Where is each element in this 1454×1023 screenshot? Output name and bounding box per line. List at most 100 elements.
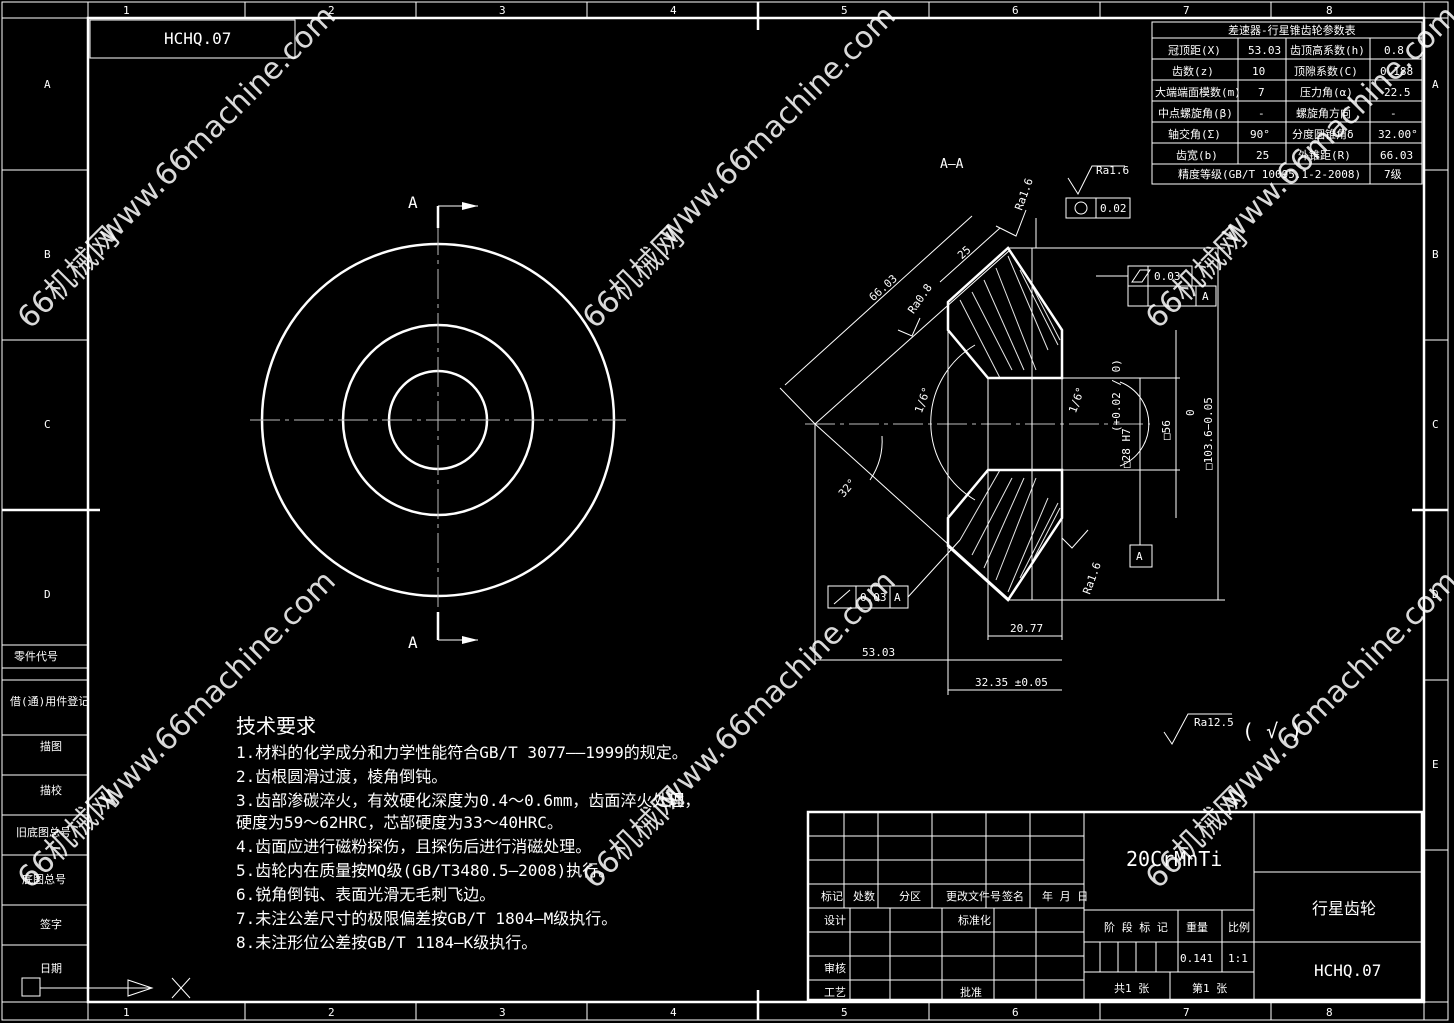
param-cell: 32.00° <box>1378 128 1418 141</box>
col-label-b2: 2 <box>328 1006 335 1019</box>
gdt-perp-ref: A <box>1202 290 1209 303</box>
col-label-7: 7 <box>1183 4 1190 17</box>
param-table: 差速器-行星锥齿轮参数表 冠顶距(X) 53.03 齿顶高系数(h) 0.8 齿… <box>1151 21 1423 185</box>
watermark-site: www.66machine.com <box>1213 564 1454 816</box>
col-label-b7: 7 <box>1183 1006 1190 1019</box>
weight-value: 0.141 <box>1180 952 1213 965</box>
watermark-site: www.66machine.com <box>651 0 903 251</box>
param-cell: 螺旋角方向 <box>1296 106 1351 120</box>
front-view: A A <box>250 193 626 652</box>
param-cell: 中点螺旋角(β) <box>1158 106 1233 120</box>
col-label-5: 5 <box>841 4 848 17</box>
param-cell: 轴交角(Σ) <box>1168 127 1221 141</box>
row-label-re: E <box>1432 758 1439 771</box>
param-cell: 齿宽(b) <box>1176 148 1218 162</box>
gdt-runout-ref: A <box>894 591 901 604</box>
role-check: 审核 <box>824 961 846 975</box>
tech-title: 技术要求 <box>236 714 316 738</box>
param-table-title: 差速器-行星锥齿轮参数表 <box>1228 23 1356 37</box>
sheets-total: 共1 张 <box>1114 982 1149 995</box>
param-cell: 冠顶距(X) <box>1168 44 1221 57</box>
rev-header: 签名 <box>1002 889 1024 903</box>
tech-line: 4.齿面应进行磁粉探伤，且探伤后进行消磁处理。 <box>236 837 591 856</box>
row-label-rb: B <box>1432 248 1439 261</box>
side-record-table: 零件代号 借(通)用件登记 描图 描校 旧底图总号 底图总号 签字 日期 <box>2 644 89 975</box>
col-label-b8: 8 <box>1326 1006 1333 1019</box>
surface-ra08: Ra0.8 <box>905 281 935 316</box>
row-label-c: C <box>44 418 51 431</box>
col-label-4: 4 <box>670 4 677 17</box>
col-label-1: 1 <box>123 4 130 17</box>
dim-chamfer-left: 1/6° <box>912 385 933 414</box>
surface-ra16-bottom: Ra1.6 <box>1080 560 1104 596</box>
code-box: HCHQ.07 <box>89 19 296 59</box>
col-label-b6: 6 <box>1012 1006 1019 1019</box>
role-process: 工艺 <box>824 986 846 999</box>
material: 20CrMnTi <box>1126 847 1222 871</box>
col-label-2: 2 <box>328 4 335 17</box>
col-label-b3: 3 <box>499 1006 506 1019</box>
col-label-6: 6 <box>1012 4 1019 17</box>
param-cell: 大端端面模数(m) <box>1155 85 1241 99</box>
param-cell: 25 <box>1256 149 1269 162</box>
param-cell: 7 <box>1258 86 1265 99</box>
tech-line: 7.未注公差尺寸的极限偏差按GB/T 1804—M级执行。 <box>236 909 617 928</box>
row-label-rc: C <box>1432 418 1439 431</box>
param-cell: 压力角(α) <box>1300 86 1353 99</box>
tech-line: 8.未注形位公差按GB/T 1184—K级执行。 <box>236 933 537 952</box>
side-label-date: 日期 <box>40 962 62 975</box>
param-cell: 分度圆锥角δ <box>1292 127 1354 141</box>
role-approve: 批准 <box>960 985 982 999</box>
param-cell: 齿数(z) <box>1172 65 1214 78</box>
param-cell: 0.8 <box>1384 44 1404 57</box>
tech-line: 5.齿轮内在质量按MQ级(GB/T3480.5—2008)执行。 <box>236 861 614 880</box>
weight-label: 重量 <box>1186 920 1208 934</box>
row-label-rd: D <box>1432 588 1439 601</box>
section-marker-top: A <box>408 193 418 212</box>
dim-bore-tol: (+0.02 / 0) <box>1110 359 1123 432</box>
surface-general-mark: ( √ ) <box>1242 719 1302 743</box>
dim-cone-distance: 66.03 <box>867 272 900 304</box>
row-label-d: D <box>44 588 51 601</box>
dim-angle: 32° <box>836 476 859 500</box>
rev-header: 标记 <box>821 889 843 903</box>
dim-apex-dist: 53.03 <box>862 646 895 659</box>
dim-chamfer-right: 1/6° <box>1066 385 1087 414</box>
rev-header: 处数 <box>853 890 875 903</box>
surface-ra16-top: Ra1.6 <box>1096 164 1129 177</box>
col-label-b4: 4 <box>670 1006 677 1019</box>
param-cell: 7级 <box>1384 168 1402 181</box>
dim-dia-103: □103.6−0.05 <box>1202 397 1215 470</box>
side-label-old-no: 旧底图总号 <box>16 825 71 839</box>
col-label-8: 8 <box>1326 4 1333 17</box>
surface-ra125: Ra12.5 <box>1194 716 1234 729</box>
projection-symbol <box>21 977 191 999</box>
tech-line: 3.齿部渗碳淬火，有效硬化深度为0.4～0.6mm，齿面淬火处理， <box>236 791 700 810</box>
param-cell: 精度等级(GB/T 10095.1-2-2008) <box>1178 167 1361 181</box>
drawing-number: HCHQ.07 <box>1314 961 1381 980</box>
stage-label: 阶 段 标 记 <box>1104 920 1168 934</box>
param-cell: 10 <box>1252 65 1265 78</box>
side-label-base-no: 底图总号 <box>22 872 66 886</box>
code-box-text: HCHQ.07 <box>164 29 231 48</box>
side-label-sign: 签字 <box>40 917 62 931</box>
col-label-b1: 1 <box>123 1006 130 1019</box>
section-view: A—A 66.03 <box>779 157 1225 695</box>
tech-line: 硬度为59～62HRC，芯部硬度为33～40HRC。 <box>236 813 563 832</box>
row-label-ra: A <box>1432 78 1439 91</box>
watermark-site: www.66machine.com <box>651 564 903 816</box>
param-cell: 0.188 <box>1380 65 1413 78</box>
dim-bore: □28 H7 <box>1120 428 1133 468</box>
side-label-check: 描校 <box>40 783 62 797</box>
param-cell: 66.03 <box>1380 149 1413 162</box>
general-roughness: Ra12.5 ( √ ) <box>1163 713 1302 745</box>
scale-label: 比例 <box>1228 920 1250 934</box>
rev-header: 更改文件号 <box>946 889 1001 903</box>
section-title: A—A <box>940 157 964 172</box>
title-block: 20CrMnTi 行星齿轮 HCHQ.07 标记 处数 分区 更改文件号 签名 … <box>806 810 1424 1002</box>
gdt-parallel: 0.03 <box>1154 270 1181 283</box>
row-label-b: B <box>44 248 51 261</box>
dim-width-20: 20.77 <box>1010 622 1043 635</box>
col-label-b5: 5 <box>841 1006 848 1019</box>
dim-width-32: 32.35 ±0.05 <box>975 676 1048 689</box>
